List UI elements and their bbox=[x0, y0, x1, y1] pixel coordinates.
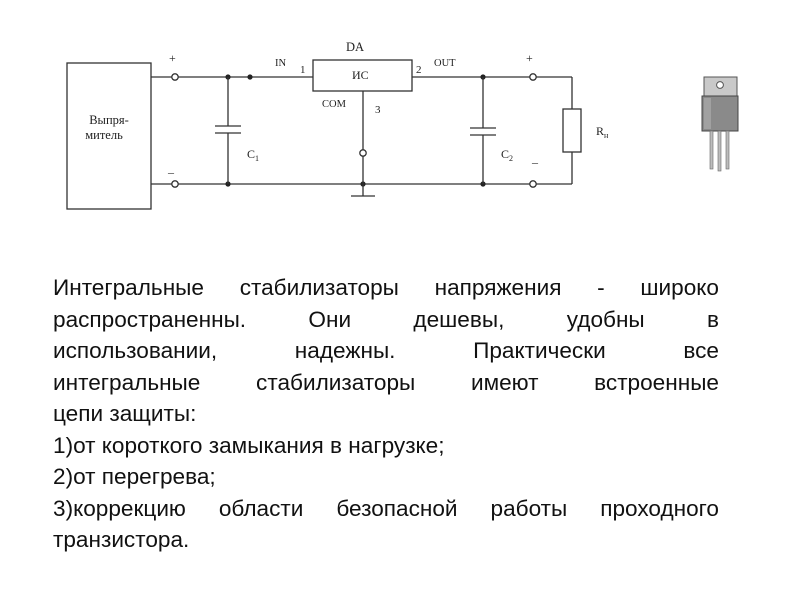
pin-in-number: 1 bbox=[300, 64, 306, 76]
load-resistor bbox=[562, 77, 582, 184]
paragraph-line: распространенны. Они дешевы, удобны в bbox=[53, 306, 719, 332]
rectifier-block bbox=[66, 62, 152, 210]
ic-designator: DA bbox=[346, 40, 364, 54]
c2-label: C2 bbox=[501, 147, 513, 163]
paragraph-line: интегральные стабилизаторы имеют встроен… bbox=[53, 369, 719, 395]
capacitor-c2 bbox=[470, 77, 496, 184]
pin-com-label: COM bbox=[322, 99, 347, 110]
paragraph-line-last: цепи защиты: bbox=[53, 401, 197, 426]
paragraph-line: использовании, надежны. Практически все bbox=[53, 338, 719, 363]
pin-in-label: IN bbox=[275, 58, 286, 69]
load-label: Rн bbox=[596, 124, 609, 140]
input-terminal-plus bbox=[171, 73, 179, 81]
input-plus-symbol: + bbox=[169, 51, 176, 65]
paragraph-line: Интегральные стабилизаторы напряжения - … bbox=[53, 275, 719, 300]
output-terminal-plus bbox=[529, 73, 537, 81]
stabilizer-circuit-diagram: Выпря- митель + – C1 DA ИС IN 1 2 OUT CO… bbox=[66, 40, 739, 210]
input-minus-symbol: – bbox=[167, 165, 175, 179]
list-item-safe-area-end: транзистора. bbox=[53, 527, 190, 552]
output-minus-symbol: – bbox=[531, 155, 539, 169]
list-item-short-circuit: 1)от короткого замыкания в нагрузке; bbox=[53, 432, 445, 458]
c1-label: C1 bbox=[247, 147, 259, 163]
output-plus-symbol: + bbox=[526, 51, 533, 65]
input-terminal-minus bbox=[171, 180, 179, 188]
ic-block bbox=[312, 59, 413, 92]
pin-out-label: OUT bbox=[434, 58, 456, 69]
list-item-overheat: 2)от перегрева; bbox=[53, 464, 216, 489]
output-terminal-minus bbox=[529, 180, 537, 188]
regulator-package-illustration bbox=[701, 76, 739, 172]
capacitor-c1 bbox=[215, 77, 241, 184]
pin-com-number: 3 bbox=[375, 104, 381, 116]
body-text: Интегральные стабилизаторы напряжения - … bbox=[53, 272, 719, 556]
rectifier-label-line2: митель bbox=[85, 128, 123, 142]
com-terminal bbox=[359, 149, 367, 157]
ic-label: ИС bbox=[352, 68, 369, 82]
pin-out-number: 2 bbox=[416, 64, 422, 76]
rectifier-label-line1: Выпря- bbox=[89, 113, 129, 127]
list-item-safe-area: 3)коррекцию области безопасной работы пр… bbox=[53, 495, 719, 521]
node-c1-top-right bbox=[247, 74, 253, 80]
